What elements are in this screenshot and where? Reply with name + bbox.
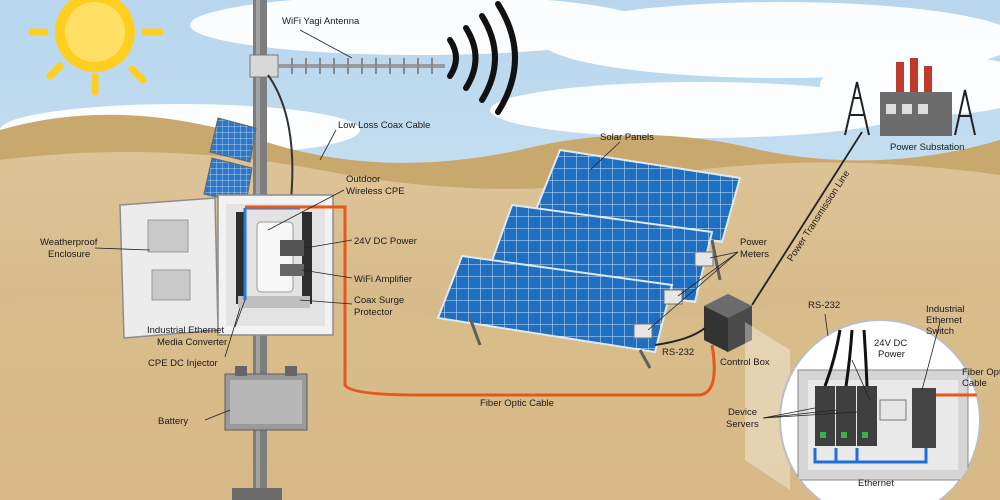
label-rs232: RS-232: [662, 347, 694, 358]
label-inset-24v-dc-2: Power: [878, 349, 905, 360]
label-inset-24v-dc-1: 24V DC: [874, 338, 907, 349]
sun-icon: [28, 0, 164, 96]
label-ethernet: Ethernet: [858, 478, 894, 489]
label-wifi-yagi-antenna: WiFi Yagi Antenna: [282, 16, 360, 27]
label-inset-rs232: RS-232: [808, 300, 840, 311]
label-ethernet-switch-2: Ethernet: [926, 315, 962, 326]
wifi-signal-icon: [447, 1, 518, 115]
yagi-antenna: [249, 54, 445, 78]
label-outdoor-wireless-cpe-1: Outdoor: [346, 174, 380, 185]
label-inset-fiber-1: Fiber Opt: [962, 367, 1000, 378]
label-power-substation: Power Substation: [890, 142, 964, 153]
label-media-converter-2: Media Converter: [157, 337, 227, 348]
control-box: [704, 294, 752, 352]
label-outdoor-wireless-cpe-2: Wireless CPE: [346, 186, 405, 197]
label-ethernet-switch-3: Switch: [926, 326, 954, 337]
label-coax-surge-1: Coax Surge: [354, 295, 404, 306]
label-coax-surge-2: Protector: [354, 307, 393, 318]
label-battery: Battery: [158, 416, 188, 427]
power-substation-icon: [844, 58, 976, 136]
label-control-box: Control Box: [720, 357, 770, 368]
label-solar-panels: Solar Panels: [600, 132, 654, 143]
power-meters: [633, 251, 714, 339]
callouts: [94, 29, 941, 421]
label-weatherproof-enclosure-1: Weatherproof: [40, 237, 98, 248]
weatherproof-enclosure: [119, 194, 334, 339]
inset-detail: [745, 319, 981, 500]
label-24v-dc-power: 24V DC Power: [354, 236, 417, 247]
label-media-converter-1: Industrial Ethernet: [147, 325, 224, 336]
label-power-meters-2: Meters: [740, 249, 769, 260]
label-ethernet-switch-1: Industrial: [926, 304, 965, 315]
label-cpe-dc-injector: CPE DC Injector: [148, 358, 218, 369]
fiber-optic-cable: [245, 205, 716, 397]
label-inset-fiber-2: Cable: [962, 378, 987, 389]
label-fiber-optic-cable: Fiber Optic Cable: [480, 398, 554, 409]
coax-cable: [267, 74, 294, 211]
label-power-meters-1: Power: [740, 237, 767, 248]
label-device-servers-2: Servers: [726, 419, 759, 430]
label-device-servers-1: Device: [728, 407, 757, 418]
label-low-loss-coax-cable: Low Loss Coax Cable: [338, 120, 430, 131]
label-wifi-amplifier: WiFi Amplifier: [354, 274, 412, 285]
rs232-line: [654, 327, 706, 346]
solar-array: [436, 148, 742, 369]
power-transmission-line: [751, 131, 863, 306]
battery: [224, 366, 308, 431]
label-weatherproof-enclosure-2: Enclosure: [48, 249, 90, 260]
